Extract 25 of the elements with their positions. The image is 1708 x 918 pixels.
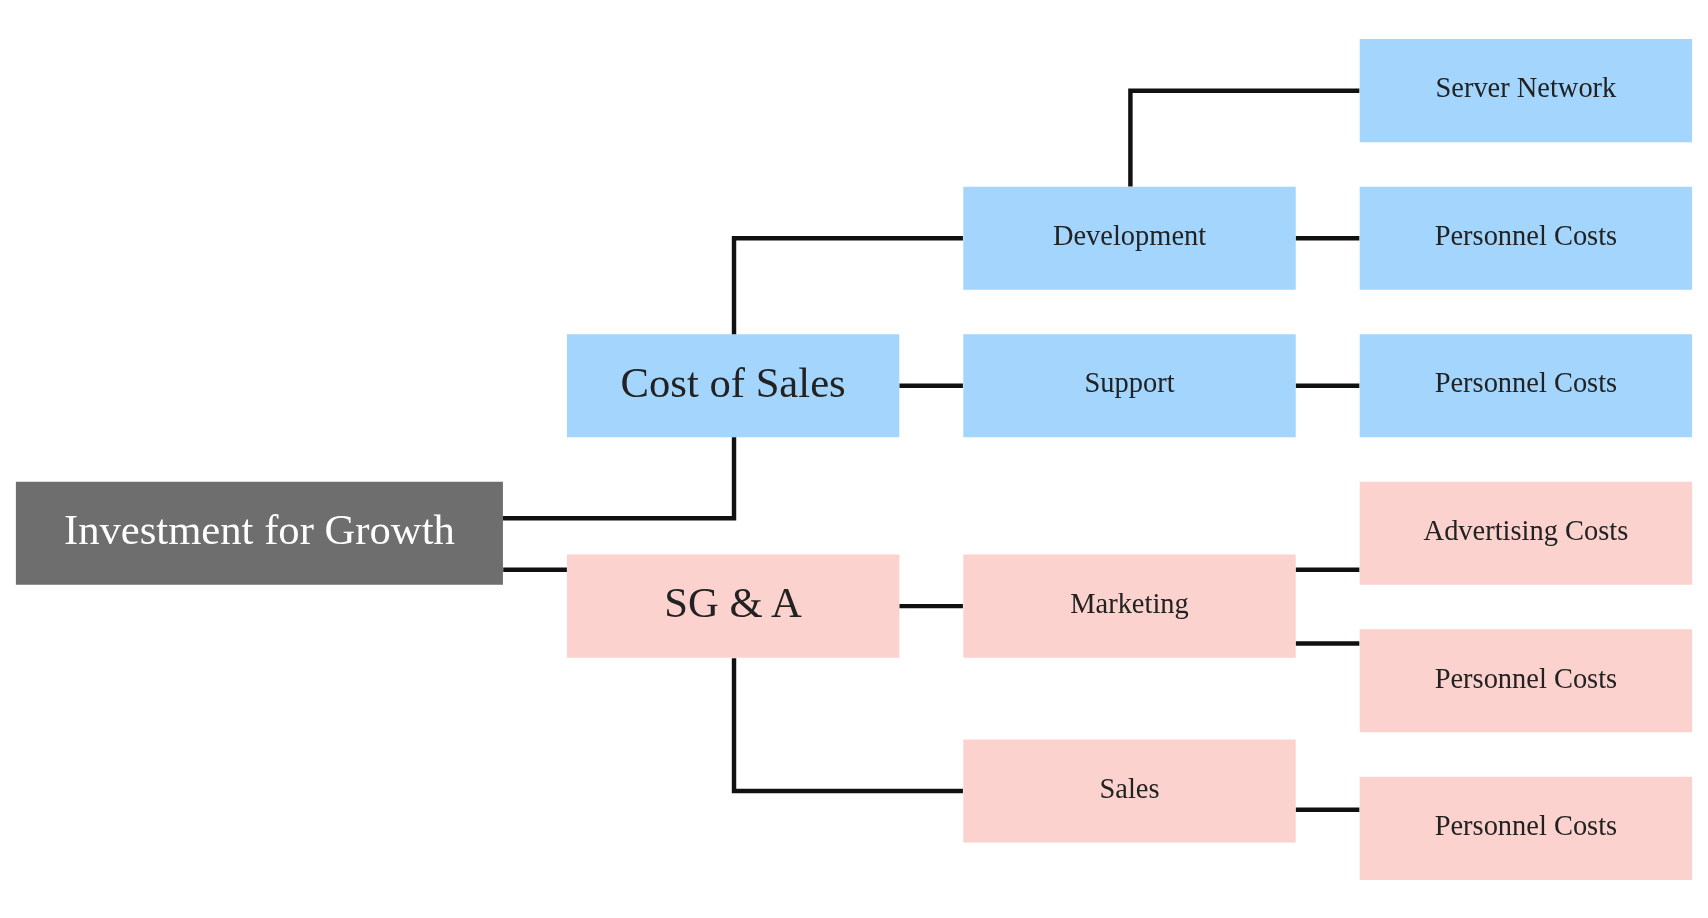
connector: [1295, 640, 1360, 646]
connector: [503, 567, 567, 572]
connector: [502, 436, 737, 520]
connector: [899, 383, 963, 388]
node-box: SG & A: [566, 554, 900, 658]
node-box: Marketing: [963, 554, 1296, 658]
node-box: Sales: [963, 738, 1296, 843]
node-box: Cost of Sales: [566, 333, 900, 437]
connector: [1295, 806, 1360, 812]
node-box: Personnel Costs: [1359, 186, 1693, 290]
node-box: Development: [963, 186, 1296, 290]
connector: [1295, 383, 1360, 388]
connector: [1128, 87, 1360, 187]
node-box: Personnel Costs: [1359, 628, 1693, 732]
connector: [731, 235, 963, 334]
node-box: Investment for Growth: [15, 481, 503, 585]
connector: [899, 603, 963, 608]
connector: [731, 657, 963, 793]
node-box: Support: [963, 333, 1296, 437]
node-box: Server Network: [1359, 38, 1693, 142]
node-box: Personnel Costs: [1359, 776, 1693, 880]
node-box: Personnel Costs: [1359, 333, 1693, 437]
connector: [1295, 235, 1360, 240]
node-box: Advertising Costs: [1359, 481, 1693, 585]
connector: [1295, 567, 1360, 572]
